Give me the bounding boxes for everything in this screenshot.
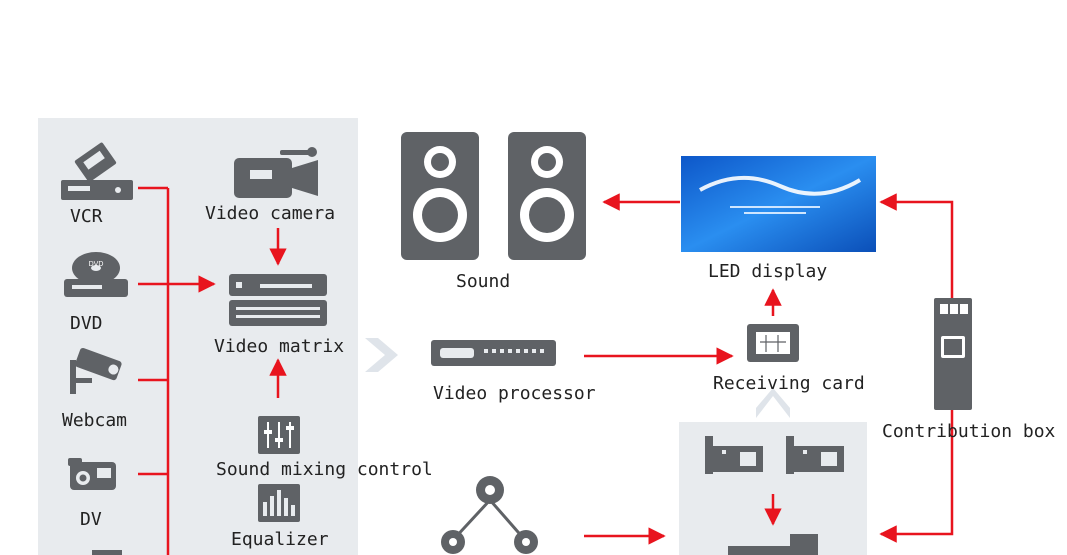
video-processor-icon: [431, 340, 556, 366]
label-vcr: VCR: [70, 206, 103, 227]
mixer-icon: [258, 416, 300, 454]
label-equalizer: Equalizer: [231, 529, 329, 550]
box-to-card-wire: [879, 410, 954, 543]
video-matrix-icon: [229, 274, 327, 326]
label-sound: Sound: [456, 271, 511, 292]
dvd-icon: DVD: [64, 252, 128, 297]
label-video-camera: Video camera: [205, 203, 336, 224]
dv-camcorder-icon: [68, 458, 116, 490]
device-icon-partial: [92, 550, 122, 555]
label-led-display: LED display: [708, 261, 828, 282]
contribution-box-icon: [934, 298, 972, 410]
speaker-right-icon: [508, 132, 586, 260]
webcam-icon: [70, 347, 122, 394]
led-display-screen: [681, 156, 876, 252]
label-contribution-box: Contribution box: [882, 421, 1056, 442]
label-receiving-card: Receiving card: [713, 373, 865, 394]
receiving-card-icon: [747, 324, 799, 362]
box-to-led-wire: [879, 193, 954, 298]
device-icon-partial-bottom: [728, 534, 818, 555]
label-sound-mixing-control: Sound mixing control: [216, 459, 433, 480]
label-dv: DV: [80, 509, 102, 530]
label-dvd: DVD: [70, 313, 103, 334]
control-network-icon: [441, 476, 538, 554]
flow-chevron-up: [756, 388, 790, 418]
label-webcam: Webcam: [62, 410, 128, 431]
flow-chevron: [365, 338, 398, 372]
speaker-left-icon: [401, 132, 479, 260]
sending-card-icon-2: [786, 436, 844, 474]
equalizer-icon: [258, 484, 300, 522]
label-video-matrix: Video matrix: [214, 336, 345, 357]
dvd-disc-text: DVD: [89, 261, 104, 268]
label-video-processor: Video processor: [433, 383, 596, 404]
sending-card-icon-1: [705, 436, 763, 474]
video-camera-icon: [234, 147, 318, 198]
vcr-icon: [61, 142, 133, 200]
